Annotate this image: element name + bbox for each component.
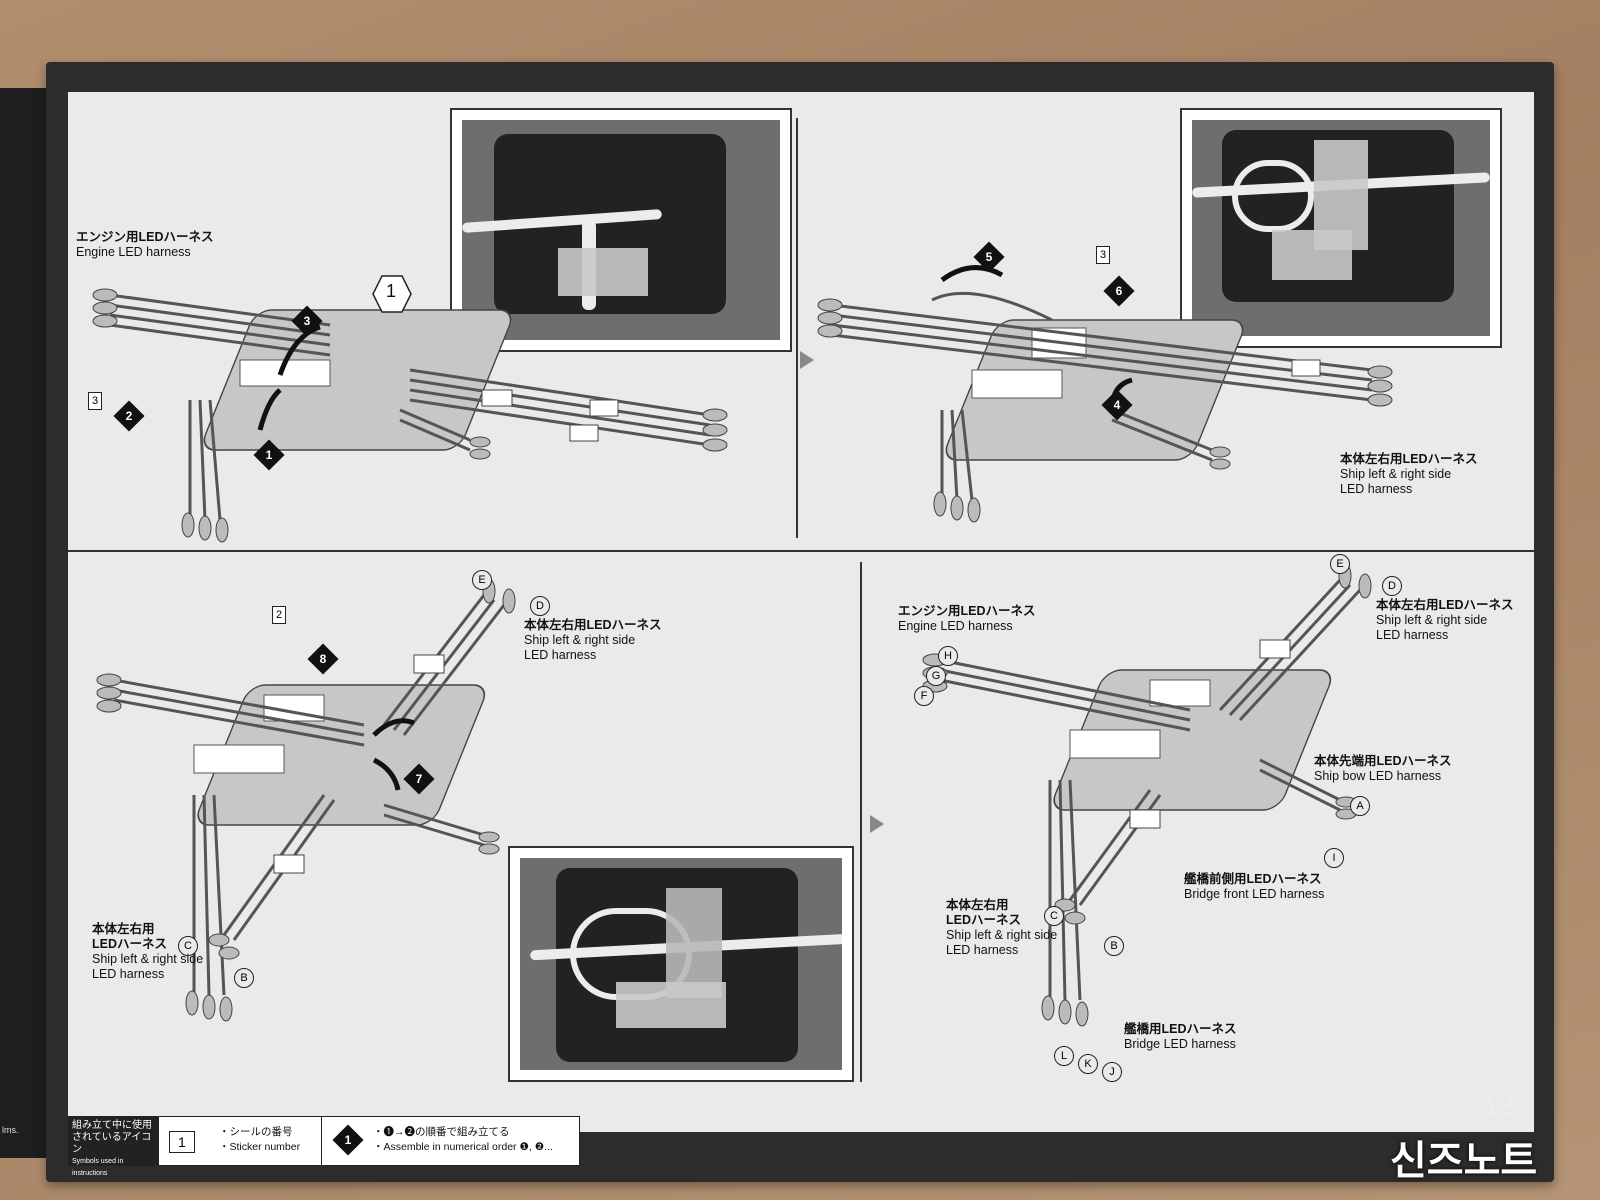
diagram-panel-3 [96,578,516,1022]
p1-engine-label: エンジン用LEDハーネス Engine LED harness [76,230,214,259]
p3-sticker-ref: 2 [272,606,287,624]
previous-page [0,88,52,1158]
legend-step-text: ・❶→❷の順番で組み立てる ・Assemble in numerical ord… [373,1126,553,1153]
p4-connector-l: L [1054,1046,1074,1066]
p4-engine-label: エンジン用LEDハーネス Engine LED harness [898,604,1036,633]
next-arrow-top [800,351,814,369]
p3-connector-e: E [472,570,492,590]
p3-ship-label: 本体左右用LEDハーネス Ship left & right side LED … [524,618,662,662]
diagram-panel-2 [817,265,1393,523]
p4-connector-h: H [938,646,958,666]
p2-ship-label: 本体左右用LEDハーネス Ship left & right side LED … [1340,452,1478,496]
p4-connector-c: C [1044,906,1064,926]
p2-step-4-icon: 4 [1101,389,1133,421]
vertical-divider-top [796,118,798,538]
legend-step-icon: 1 [332,1124,364,1156]
p1-sticker-ref: 3 [88,392,103,410]
diagram-panel-4 [922,563,1372,1027]
p4-connector-f: F [914,686,934,706]
legend-sticker-text: ・シールの番号 ・Sticker number [219,1126,301,1153]
p3-ship-label-2: 本体左右用 LEDハーネス Ship left & right side LED… [92,922,204,981]
p3-connector-c: C [178,936,198,956]
p4-bridge-label: 艦橋用LEDハーネス Bridge LED harness [1124,1022,1237,1051]
legend-sticker-icon: 1 [169,1131,195,1153]
p2-sticker-ref: 3 [1096,246,1111,264]
p1-step-2-icon: 2 [113,400,145,432]
step-hexagon-icon [372,275,412,313]
diagram-panel-1 [92,288,728,543]
symbols-legend: 組み立て中に使用 されているアイコン Symbols used in instr… [68,1116,580,1177]
page-number: 13 [1482,1090,1516,1123]
p2-step-5-icon: 5 [973,241,1005,273]
legend-header: 組み立て中に使用 されているアイコン Symbols used in instr… [69,1117,159,1177]
p3-step-8-icon: 8 [307,643,339,675]
p4-connector-a: A [1350,796,1370,816]
p3-connector-b: B [234,968,254,988]
photo-panel-2 [1180,108,1502,348]
p3-connector-d: D [530,596,550,616]
vertical-divider-bottom [860,562,862,1082]
photo-panel-3 [508,846,854,1082]
p4-ship-label: 本体左右用LEDハーネス Ship left & right side LED … [1376,598,1514,642]
p4-connector-k: K [1078,1054,1098,1074]
p4-connector-i: I [1324,848,1344,868]
p4-bridge-front-label: 艦橋前側用LEDハーネス Bridge front LED harness [1184,872,1325,901]
previous-page-caption: lms. [2,1125,19,1135]
p4-connector-b: B [1104,936,1124,956]
p4-connector-j: J [1102,1062,1122,1082]
p4-bow-label: 本体先端用LEDハーネス Ship bow LED harness [1314,754,1452,783]
p1-step-3-icon: 3 [291,305,323,337]
p2-step-6-icon: 6 [1103,275,1135,307]
p4-connector-e: E [1330,554,1350,574]
p4-ship-label-2: 本体左右用 LEDハーネス Ship left & right side LED… [946,898,1058,957]
p3-step-7-icon: 7 [403,763,435,795]
p1-hex-number: 1 [386,281,397,301]
watermark: 신즈노트 [1390,1139,1538,1183]
p1-step-1-icon: 1 [253,439,285,471]
horizontal-divider [68,550,1534,552]
photo-panel-1 [450,108,792,352]
p4-connector-g: G [926,666,946,686]
next-arrow-bottom [870,815,884,833]
p4-connector-d: D [1382,576,1402,596]
